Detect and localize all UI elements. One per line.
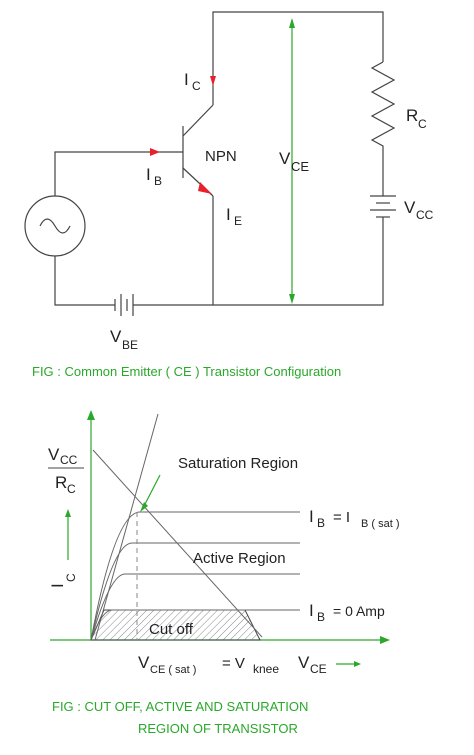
rc-den: R (55, 473, 67, 492)
bottom-wire-left (54, 256, 115, 306)
vce-axis-label-sub: CE (310, 662, 327, 676)
ib-zero-label: I (309, 601, 314, 620)
ic-axis-arrow-icon (87, 410, 95, 420)
vce-sat-label: V (138, 653, 150, 672)
vknee-sub: knee (253, 662, 279, 676)
ib-label-sub: B (154, 174, 162, 188)
ie-label: I (226, 205, 231, 224)
ce-circuit (24, 11, 396, 316)
graph-caption-line-1: FIG : CUT OFF, ACTIVE AND SATURATION (52, 699, 308, 714)
top-wire (212, 11, 384, 105)
ic-axis-label-sub: C (64, 573, 78, 582)
vce-sat-eq: = V (222, 655, 245, 672)
vce-label-arrow-icon (354, 661, 361, 667)
vcc-num: V (48, 445, 60, 464)
ib-arrow-icon (150, 148, 160, 156)
ie-label-sub: E (234, 214, 242, 228)
ic-axis-label: I (48, 583, 67, 588)
graph-caption-line-2: REGION OF TRANSISTOR (138, 721, 298, 736)
active-region-label: Active Region (193, 550, 286, 567)
right-return-wire (213, 217, 384, 306)
base-wire (54, 151, 183, 196)
ic-label: I (184, 70, 189, 89)
vce-axis-arrow-icon (380, 636, 390, 644)
npn-label: NPN (205, 148, 237, 165)
saturation-pointer-arrow-icon (140, 502, 148, 512)
ib-zero-label-sub: B (317, 610, 325, 624)
ic-arrow-icon (210, 76, 216, 86)
vce-arrow-down-icon (289, 294, 295, 304)
saturation-pointer (142, 474, 161, 509)
ib-curve-2 (90, 542, 300, 641)
ib-curve-3 (90, 573, 300, 641)
vce-sat-label-sub: CE ( sat ) (150, 664, 196, 676)
rc-den-sub: C (67, 482, 76, 496)
saturation-line (94, 413, 159, 641)
circuit-caption: FIG : Common Emitter ( CE ) Transistor C… (32, 364, 341, 379)
ib-sat-label: I (309, 507, 314, 526)
vbe-label: V (110, 327, 122, 346)
ib-zero-curve (90, 609, 300, 641)
rc-label: R (406, 106, 418, 125)
ib-sat-label-sub: B (317, 516, 325, 530)
rc-label-sub: C (418, 117, 427, 131)
vcc-label: V (404, 198, 416, 217)
ib-sat-eq: = I (333, 509, 350, 526)
vbe-label-sub: BE (122, 338, 138, 352)
ic-label-sub: C (192, 79, 201, 93)
ie-arrow-icon (198, 182, 212, 194)
ac-sine-icon (39, 218, 71, 234)
rc-resistor (370, 61, 396, 196)
cutoff-region-label: Cut off (149, 621, 194, 638)
vcc-num-sub: CC (60, 453, 78, 467)
transistor-collector (182, 104, 214, 137)
ic-label-arrow-icon (65, 509, 71, 517)
characteristics-graph (48, 410, 390, 667)
vcc-label-sub: CC (416, 208, 434, 222)
vce-label-sub: CE (291, 159, 309, 174)
vce-arrow-up-icon (289, 18, 295, 28)
saturation-region-label: Saturation Region (178, 455, 298, 472)
ib-zero-eq: = 0 Amp (333, 603, 385, 619)
ib-label: I (146, 165, 151, 184)
vce-label: V (279, 149, 291, 168)
vce-axis-label: V (298, 653, 310, 672)
ib-sat-right-sub: B ( sat ) (361, 518, 400, 530)
